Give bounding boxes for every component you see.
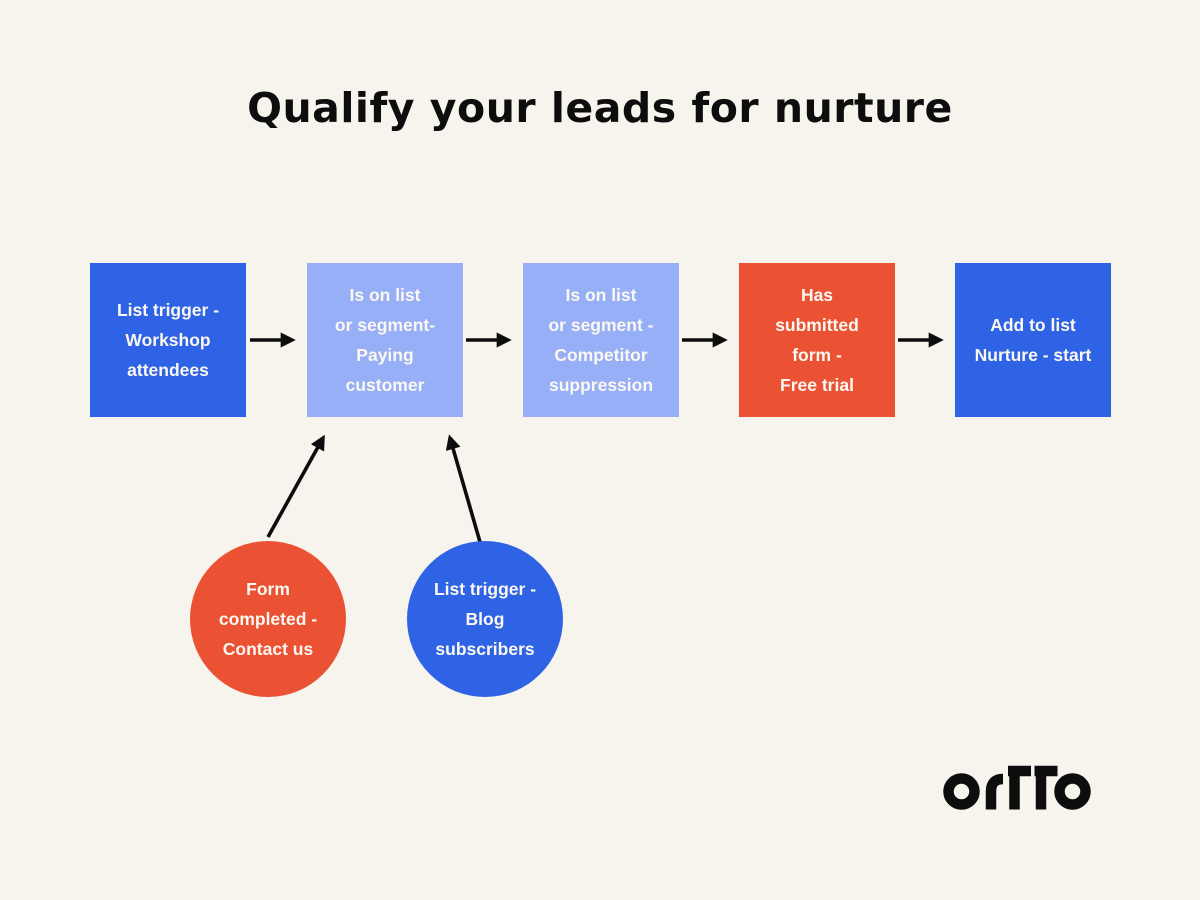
logo-letter-r: [985, 773, 1004, 810]
logo-letter-t2: [1034, 765, 1058, 810]
diagram-title: Qualify your leads for nurture: [247, 84, 953, 132]
logo-letter-t1: [1008, 765, 1031, 810]
ortto-logo: [943, 760, 1093, 815]
logo-letter-o2: [1054, 773, 1091, 810]
logo-letter-o1: [943, 773, 980, 810]
arrow-circle2-box2: [445, 434, 482, 543]
arrow-circle1-box2: [266, 434, 325, 538]
